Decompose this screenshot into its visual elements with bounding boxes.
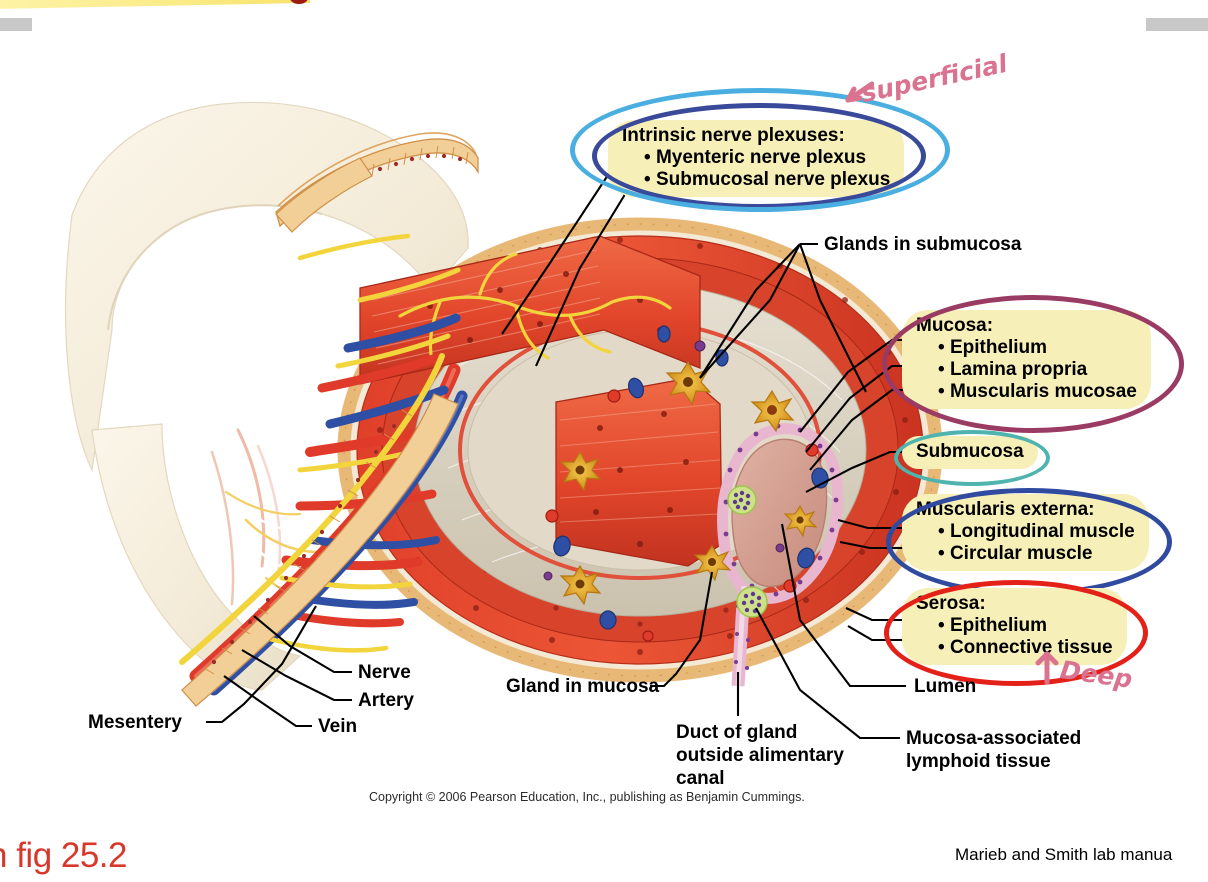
epithelium-cell-nuclei [723,423,839,597]
callout-submucosa: Submucosa [902,436,1038,470]
callout-item: Longitudinal muscle [916,521,1135,543]
gland-in-mucosa-rosette-2 [693,544,732,582]
label-duct-of-gland: Duct of gland outside alimentary canal [676,722,844,789]
callout-item: Connective tissue [916,637,1113,659]
glands-in-submucosa [559,360,818,606]
alimentary-canal-figure [65,101,943,740]
handwritten-superficial-arrow [845,81,874,103]
top-red-marker [290,0,308,4]
callout-mucosa: Mucosa: Epithelium Lamina propria Muscul… [902,310,1151,410]
label-glands-in-submucosa: Glands in submucosa [824,234,1022,255]
label-mesentery: Mesentery [88,712,182,733]
callout-header: Muscularis externa: [916,499,1095,520]
mesentery-strip-ticks [203,409,413,675]
callout-item: Epithelium [916,337,1137,359]
mesentery-strip-nuclei [211,423,397,665]
label-vein: Vein [318,716,358,737]
copyright-line: Copyright © 2006 Pearson Education, Inc.… [369,790,805,804]
callout-intrinsic-nerve-plexuses: Intrinsic nerve plexuses: Myenteric nerv… [608,120,905,198]
circular-block-nuclei [593,411,689,547]
callout-muscularis-externa: Muscularis externa: Longitudinal muscle … [902,494,1149,572]
callout-item: Submucosal nerve plexus [622,169,890,191]
callout-item: Lamina propria [916,359,1137,381]
callout-header: Submucosa [916,441,1024,462]
callout-header: Serosa: [916,593,986,614]
gray-bar-left [0,18,32,31]
label-gland-in-mucosa: Gland in mucosa [506,676,660,697]
callout-item: Epithelium [916,615,1113,637]
callout-header: Intrinsic nerve plexuses: [622,125,845,146]
mucosa-epithelium-lining [717,423,844,604]
upper-serosa-strip [275,157,373,233]
callout-item: Muscularis mucosae [916,381,1137,403]
label-malt: Mucosa-associated lymphoid tissue [906,728,1082,772]
footer-source: Marieb and Smith lab manua [955,845,1173,864]
handwritten-deep-arrow [1035,651,1059,684]
label-lumen: Lumen [914,676,977,697]
mucosa-associated-lymphoid-tissue [727,485,768,618]
callout-header: Mucosa: [916,315,994,336]
mesentery-sheet [65,101,469,473]
gland-in-mucosa-rosette [783,504,818,538]
callout-serosa: Serosa: Epithelium Connective tissue [902,588,1127,666]
mesentery-serosa-strip [181,393,459,707]
gray-bar-right [1146,18,1208,31]
callout-item: Circular muscle [916,543,1135,565]
callout-item: Myenteric nerve plexus [622,147,890,169]
label-artery: Artery [358,690,414,711]
footer-figure-reference: n fig 25.2 [0,836,128,875]
label-nerve: Nerve [358,662,411,683]
